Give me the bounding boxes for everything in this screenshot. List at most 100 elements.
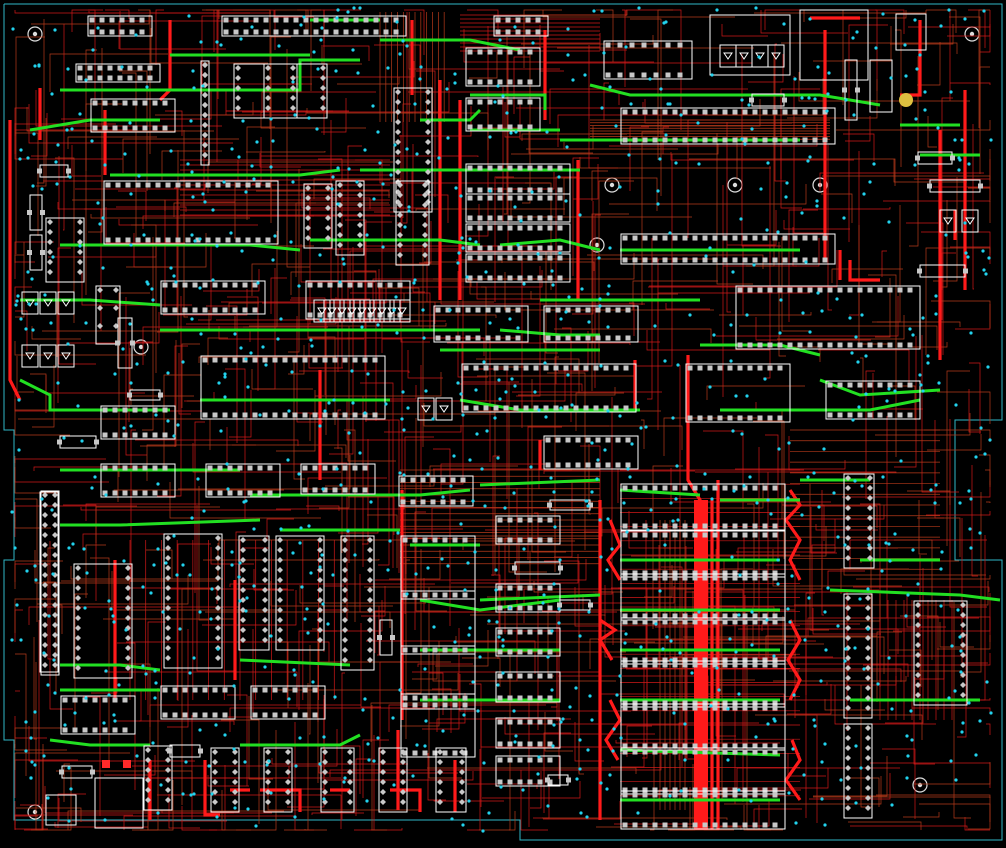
ic-pad [682, 575, 688, 581]
ic-pad [722, 523, 728, 529]
mounting-hole-center [32, 31, 38, 37]
ic-pad [432, 702, 438, 708]
via [745, 313, 749, 317]
bottom-trace [716, 296, 899, 337]
ground-rail [479, 478, 601, 487]
ic-pad [487, 124, 493, 130]
via [851, 418, 855, 422]
ic-pad [497, 629, 503, 635]
via [844, 647, 848, 651]
passive-component-pad [27, 250, 32, 255]
ic-pad [712, 743, 718, 749]
ic-pad [642, 700, 648, 706]
ic-pad [432, 695, 438, 701]
ic-pad [702, 787, 708, 793]
ic-outline [320, 747, 355, 813]
ic-pad [662, 570, 668, 576]
via [230, 563, 234, 567]
via [513, 205, 517, 209]
ic-pad [960, 662, 966, 668]
ic-pad [752, 523, 758, 529]
ic-pad [642, 235, 648, 241]
top-trace [634, 616, 784, 644]
via [293, 673, 297, 677]
via [146, 282, 150, 286]
ic-pad [565, 437, 571, 443]
ic-pad [672, 575, 678, 581]
ic-pad [742, 662, 748, 668]
via [630, 442, 634, 446]
ic-pad [692, 235, 698, 241]
via [908, 327, 912, 331]
via [605, 568, 609, 572]
ic-pad [845, 505, 851, 511]
via [740, 432, 744, 436]
ic-pad [452, 647, 458, 653]
ic-pad [772, 137, 778, 143]
bottom-trace [980, 24, 991, 53]
via [918, 373, 922, 377]
via [90, 486, 94, 490]
bottom-trace [765, 434, 779, 558]
via [499, 785, 503, 789]
via [550, 688, 554, 692]
ic-pad [432, 537, 438, 543]
ic-outline [60, 695, 136, 735]
top-trace [37, 19, 45, 184]
ic-pad [267, 465, 273, 471]
bottom-trace [311, 812, 364, 815]
ic-outline [275, 535, 325, 651]
ic-pad [865, 645, 871, 651]
ic-pad [777, 365, 783, 371]
ic-pad [175, 237, 181, 243]
ic-pad [165, 615, 171, 621]
via [676, 518, 680, 522]
ic-pad [265, 799, 271, 805]
via [745, 394, 749, 398]
via [734, 394, 738, 398]
ic-pad [697, 365, 703, 371]
via [342, 262, 346, 266]
ic-pad [119, 29, 125, 35]
via [191, 195, 195, 199]
via [981, 249, 985, 253]
via [501, 638, 505, 642]
ic-pad [865, 775, 871, 781]
ic-pad [412, 750, 418, 756]
ic-outline [250, 685, 326, 720]
bottom-trace [28, 104, 233, 144]
via [964, 251, 968, 255]
ic-pad [827, 342, 833, 348]
via [887, 387, 891, 391]
via [777, 447, 781, 451]
via [172, 434, 176, 438]
ic-pad [652, 109, 658, 115]
ic-pad [202, 357, 208, 363]
ic-pad [507, 695, 513, 701]
top-trace [14, 752, 130, 770]
ic-pad [507, 245, 513, 251]
ic-pad [527, 255, 533, 261]
ic-outline [103, 180, 279, 245]
led-pad [123, 760, 131, 768]
bottom-trace [300, 244, 375, 283]
via [66, 67, 70, 71]
via [174, 280, 178, 284]
ic-pad [772, 822, 778, 828]
via [484, 270, 488, 274]
top-trace [313, 178, 401, 199]
bottom-trace [329, 247, 354, 455]
via [984, 272, 988, 276]
passive-component-pad [566, 777, 571, 783]
top-trace [520, 10, 628, 16]
via [394, 295, 398, 299]
ic-pad [402, 702, 408, 708]
ic-pad [442, 537, 448, 543]
ic-pad [672, 743, 678, 749]
top-trace [798, 72, 970, 102]
ic-pad [752, 787, 758, 793]
top-trace [131, 224, 157, 373]
ic-pad [77, 65, 83, 71]
via [120, 65, 124, 69]
ic-pad [290, 85, 296, 91]
